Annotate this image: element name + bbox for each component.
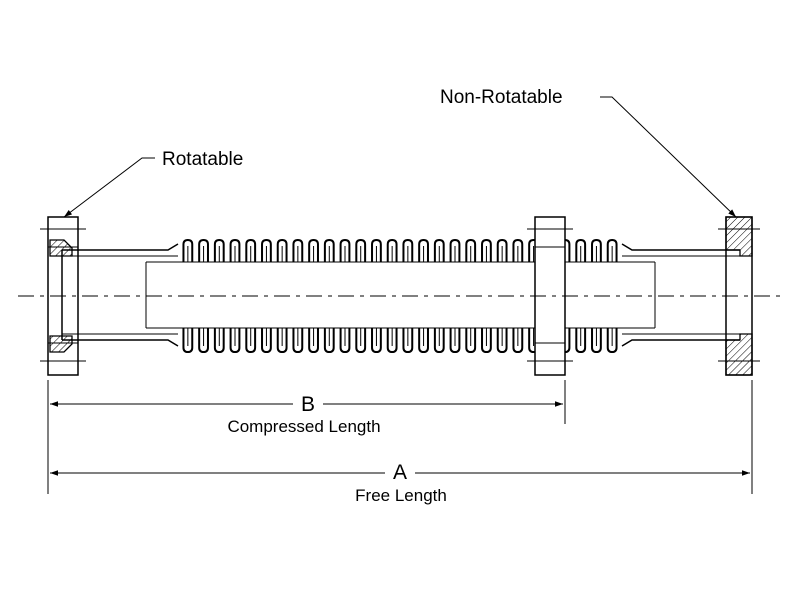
convolution-bottom <box>261 328 272 354</box>
convolution-top <box>512 238 524 262</box>
convolution-bottom <box>591 328 602 354</box>
convolution-bottom <box>449 328 461 354</box>
convolution-bottom <box>339 328 351 354</box>
convolution-top <box>386 238 398 262</box>
convolution-bottom <box>496 328 508 354</box>
rotatable-callout: Rotatable <box>63 149 243 218</box>
convolution-top <box>229 238 241 262</box>
convolution-bottom <box>512 328 524 354</box>
convolution-bottom <box>276 328 288 354</box>
convolution-top <box>213 238 225 262</box>
dimension-b-caption: Compressed Length <box>227 417 380 436</box>
convolution-top <box>575 238 587 262</box>
convolution-top <box>591 238 602 262</box>
convolution-top <box>339 238 351 262</box>
convolution-bottom <box>245 328 257 354</box>
convolution-bottom <box>198 328 209 354</box>
convolution-top <box>433 238 445 262</box>
convolution-top <box>355 238 367 262</box>
convolution-bottom <box>229 328 241 354</box>
convolution-top <box>308 238 319 262</box>
rotatable-label: Rotatable <box>162 149 243 170</box>
convolution-top <box>245 238 257 262</box>
convolution-bottom <box>606 328 618 354</box>
convolution-bottom <box>418 328 429 354</box>
convolution-bottom <box>481 328 492 354</box>
convolution-bottom <box>465 328 477 354</box>
convolution-top <box>418 238 429 262</box>
convolution-top <box>465 238 477 262</box>
dimension-a: A Free Length <box>50 380 753 505</box>
non-rotatable-callout: Non-Rotatable <box>440 87 737 218</box>
dimension-a-letter: A <box>393 461 407 484</box>
convolution-bottom <box>386 328 398 354</box>
convolution-top <box>323 238 335 262</box>
convolution-top <box>496 238 508 262</box>
convolution-top <box>261 238 272 262</box>
convolution-top <box>198 238 209 262</box>
left-tube <box>61 243 190 347</box>
convolution-bottom <box>308 328 319 354</box>
convolution-top <box>276 238 288 262</box>
convolution-top <box>371 238 382 262</box>
convolution-top <box>481 238 492 262</box>
dimension-b-letter: B <box>301 393 315 416</box>
dimension-a-caption: Free Length <box>355 486 447 505</box>
convolution-top <box>292 238 304 262</box>
convolution-bottom <box>182 328 194 354</box>
convolution-bottom <box>575 328 587 354</box>
convolution-top <box>182 238 194 262</box>
right-tube <box>610 243 740 347</box>
convolution-top <box>606 238 618 262</box>
convolution-bottom <box>292 328 304 354</box>
convolution-bottom <box>213 328 225 354</box>
convolution-bottom <box>371 328 382 354</box>
convolution-bottom <box>323 328 335 354</box>
convolution-bottom <box>433 328 445 354</box>
convolution-top <box>402 238 414 262</box>
convolution-bottom <box>355 328 367 354</box>
convolution-top <box>449 238 461 262</box>
convolution-bottom <box>402 328 414 354</box>
non-rotatable-label: Non-Rotatable <box>440 87 563 108</box>
dimension-b: B Compressed Length <box>47 380 566 494</box>
